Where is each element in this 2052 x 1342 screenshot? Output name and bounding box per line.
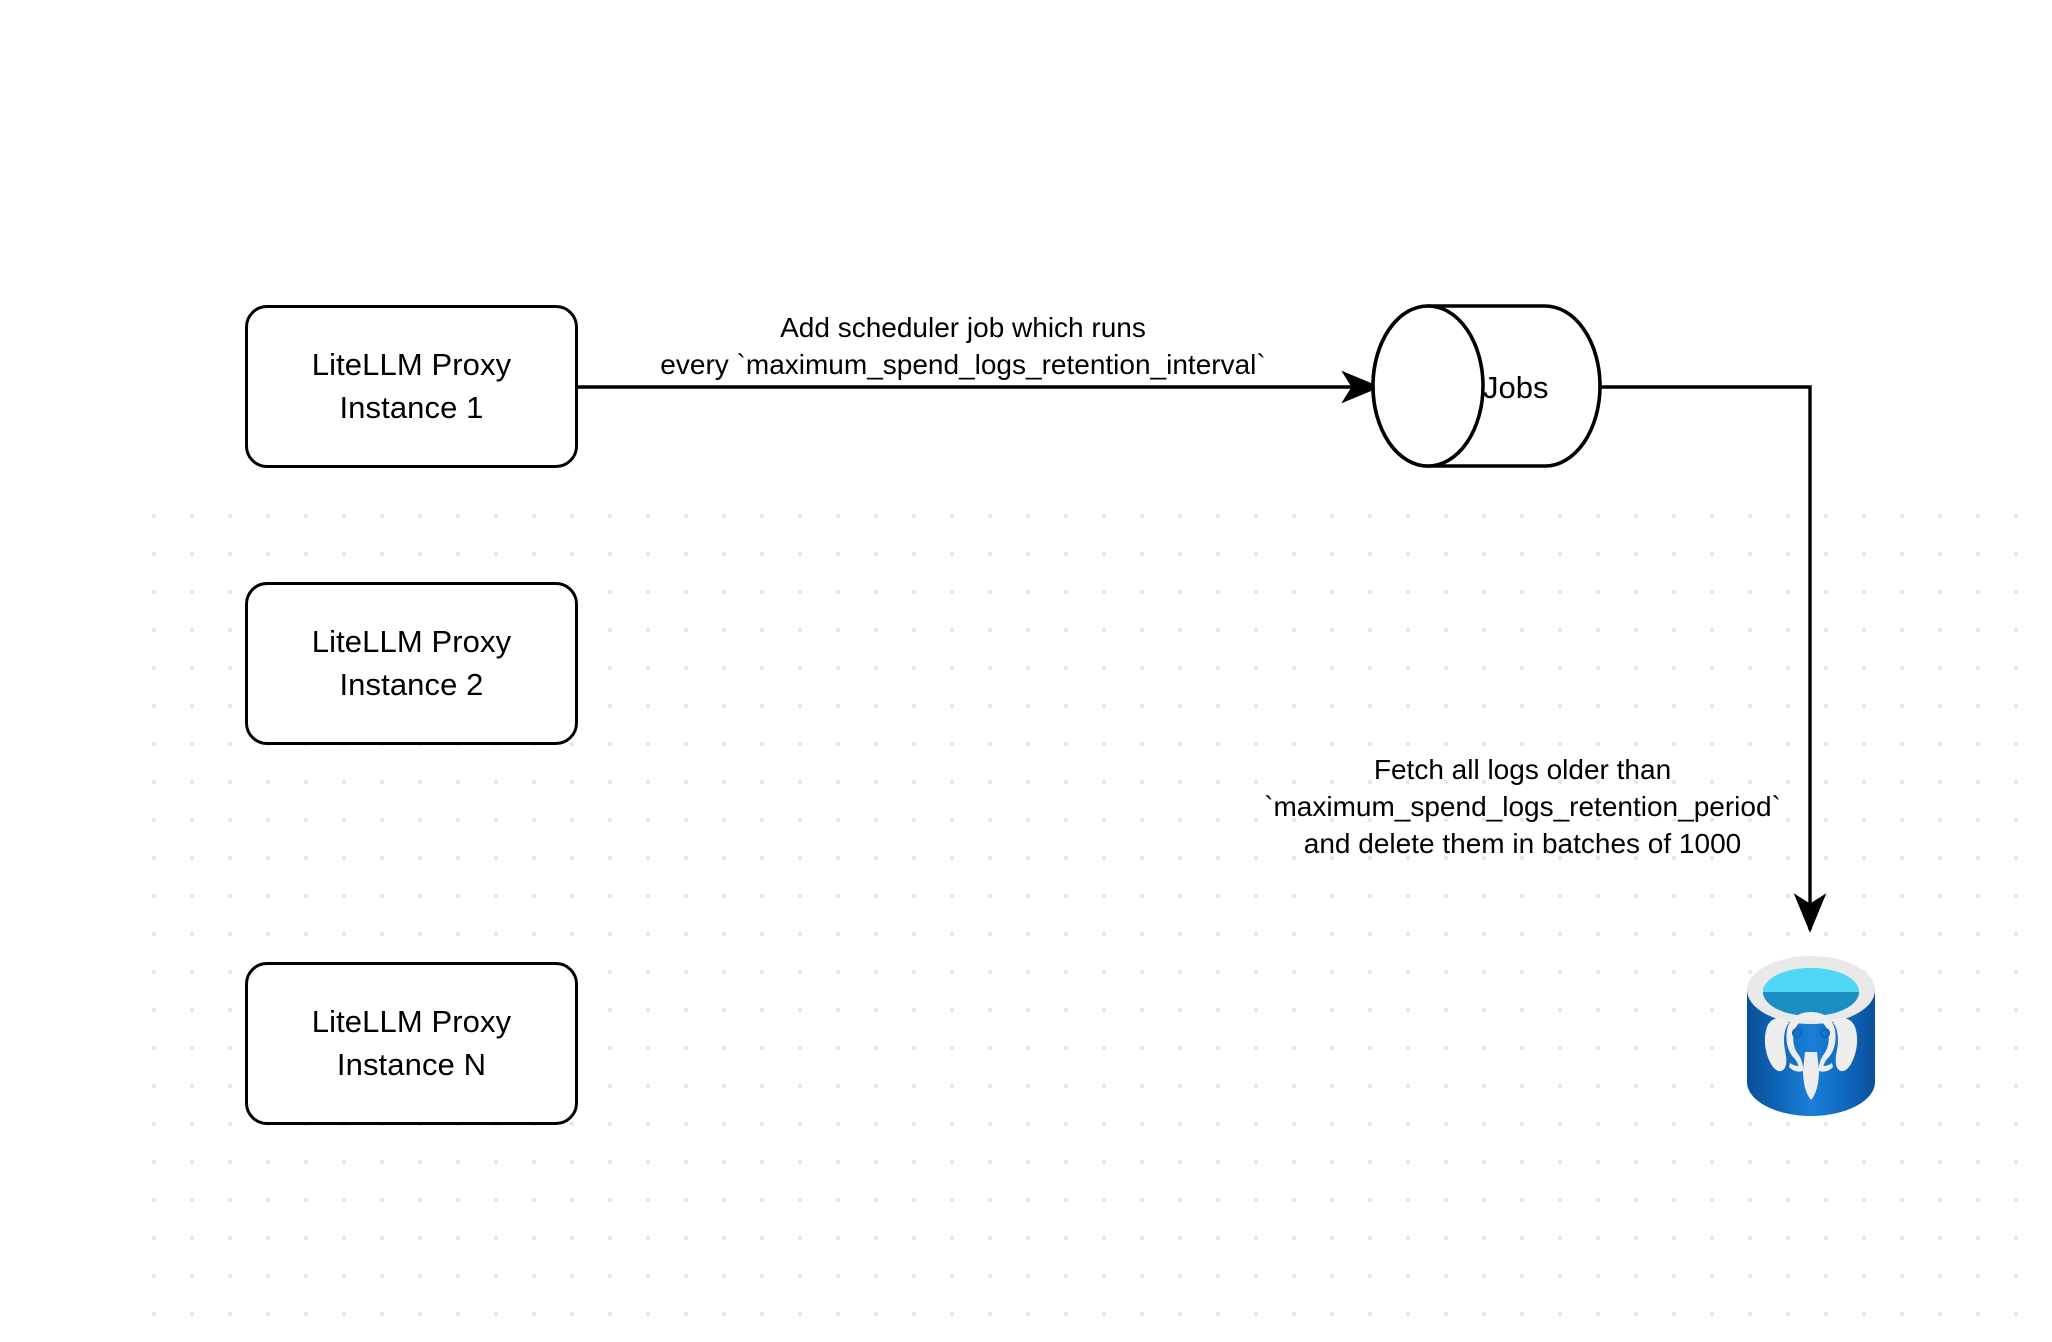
node-proxy-instance-1[interactable]: LiteLLM Proxy Instance 1 <box>245 305 578 468</box>
scheduler-edge-label-line1: Add scheduler job which runs <box>780 312 1146 343</box>
node-proxy-instance-n[interactable]: LiteLLM Proxy Instance N <box>245 962 578 1125</box>
node-label-line2: Instance 2 <box>339 666 484 702</box>
node-label-line2: Instance N <box>336 1046 487 1082</box>
cleanup-edge-label-line3: and delete them in batches of 1000 <box>1303 827 1742 859</box>
node-label-line1: LiteLLM Proxy <box>311 623 512 659</box>
scheduler-edge-label-line2: every `maximum_spend_logs_retention_inte… <box>660 348 1266 380</box>
node-label-line2: Instance 1 <box>339 389 484 425</box>
postgres-database-icon <box>1747 956 1875 1116</box>
cleanup-edge-path <box>1600 385 1827 933</box>
node-proxy-instance-2[interactable]: LiteLLM Proxy Instance 2 <box>245 582 578 745</box>
node-label-line1: LiteLLM Proxy <box>311 1003 512 1039</box>
jobs-cylinder-label: Jobs <box>1483 370 1549 405</box>
cleanup-edge-label-line2: `maximum_spend_logs_retention_period` <box>1264 790 1781 822</box>
cleanup-edge-label-line1: Fetch all logs older than <box>1373 754 1672 785</box>
scheduler-edge-label: Add scheduler job which runs every `maxi… <box>613 310 1313 384</box>
cleanup-edge-label: Fetch all logs older than `maximum_spend… <box>1250 752 1795 863</box>
jobs-cylinder-cap <box>1371 304 1485 468</box>
node-label-line1: LiteLLM Proxy <box>311 346 512 382</box>
